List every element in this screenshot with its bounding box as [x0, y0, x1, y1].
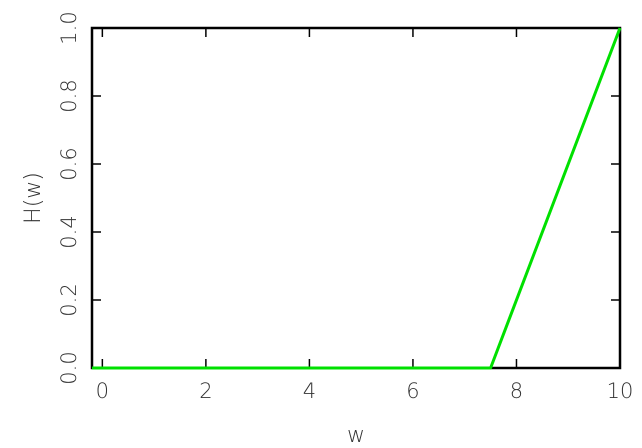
x-axis-label: w	[347, 423, 365, 448]
x-tick-label: 2	[199, 379, 212, 403]
x-axis-ticks: 0 2 4 6 8 10	[96, 28, 634, 403]
y-tick-label: 1.0	[57, 11, 81, 44]
x-tick-label: 6	[406, 379, 419, 403]
x-tick-label: 10	[607, 379, 634, 403]
y-axis-label: H(w)	[21, 172, 46, 224]
y-tick-label: 0.8	[57, 79, 81, 112]
y-tick-label: 0.0	[57, 351, 81, 384]
x-tick-label: 0	[96, 379, 109, 403]
x-tick-label: 8	[510, 379, 523, 403]
series-line	[92, 27, 622, 370]
series-layer	[92, 27, 622, 370]
x-tick-label: 4	[303, 379, 316, 403]
y-axis-ticks: 0.0 0.2 0.4 0.6 0.8 1.0	[57, 11, 620, 385]
plot-frame	[90, 26, 622, 370]
y-tick-label: 0.6	[57, 147, 81, 180]
y-tick-label: 0.2	[57, 283, 81, 316]
y-tick-label: 0.4	[57, 215, 81, 248]
